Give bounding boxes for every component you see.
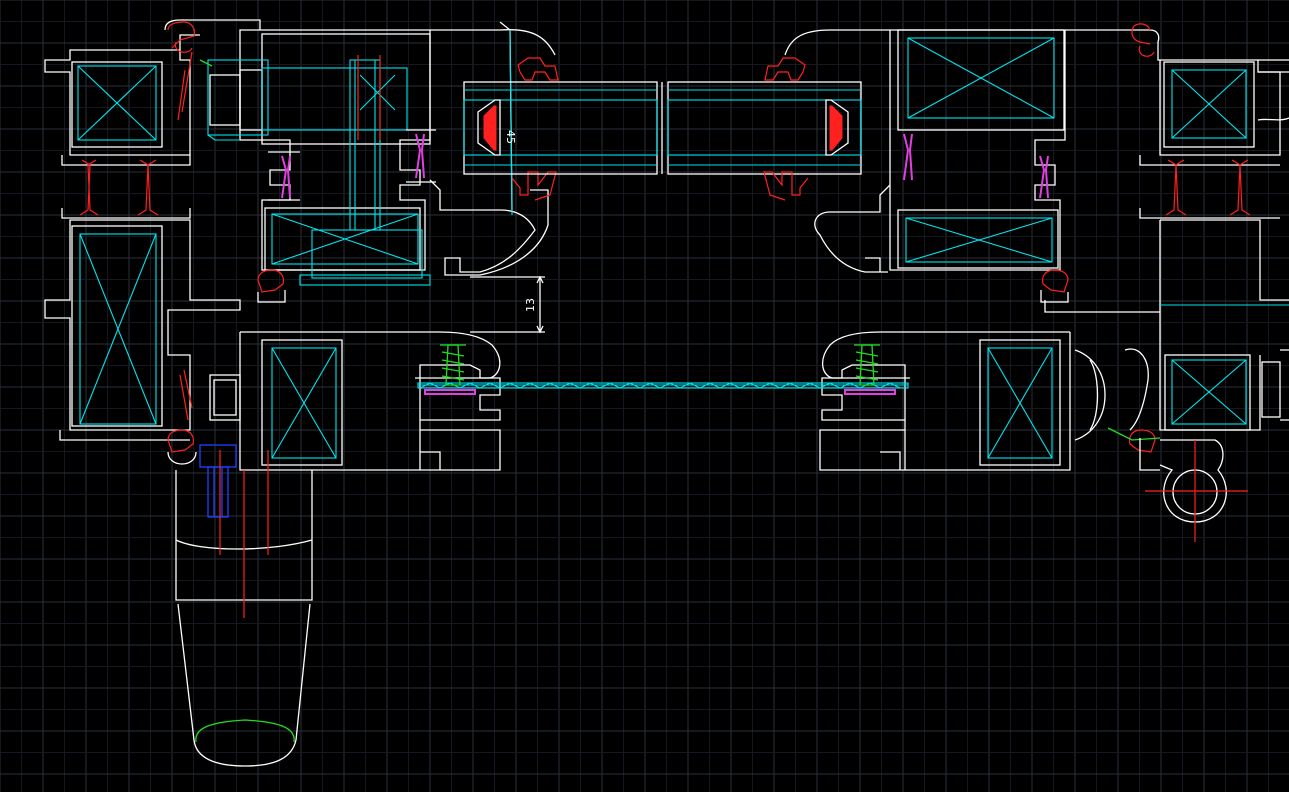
top-right-sash [784, 29, 1066, 273]
dimension-glass-label: 45 [504, 130, 517, 144]
right-edge-profile [1257, 59, 1289, 421]
screws [440, 344, 880, 386]
door-handle [175, 444, 313, 767]
left-hardware-mechanism [177, 51, 408, 231]
top-right-outer-frame [1065, 23, 1281, 219]
bottom-right-sash [819, 331, 1149, 471]
left-lower-outer-frame [44, 219, 241, 441]
bottom-glass-panel [417, 382, 909, 395]
dimension-gap-label: 13 [524, 298, 537, 312]
left-thermal-break [79, 159, 159, 216]
top-left-outer-frame [44, 19, 261, 219]
right-hinge [1107, 427, 1248, 542]
right-top-gaskets [763, 57, 809, 201]
right-lower-outer-frame [1044, 219, 1289, 431]
left-thermal-bridges [268, 129, 436, 201]
dimension-13: 13 [470, 275, 545, 334]
top-left-sash [239, 29, 431, 286]
top-glass-unit: 45 [463, 81, 862, 175]
right-thermal-bridges [903, 133, 1049, 199]
left-interlock [429, 21, 556, 276]
left-top-gaskets [167, 21, 559, 201]
mid-gaskets [167, 269, 1156, 465]
bottom-left-sash [209, 331, 501, 471]
